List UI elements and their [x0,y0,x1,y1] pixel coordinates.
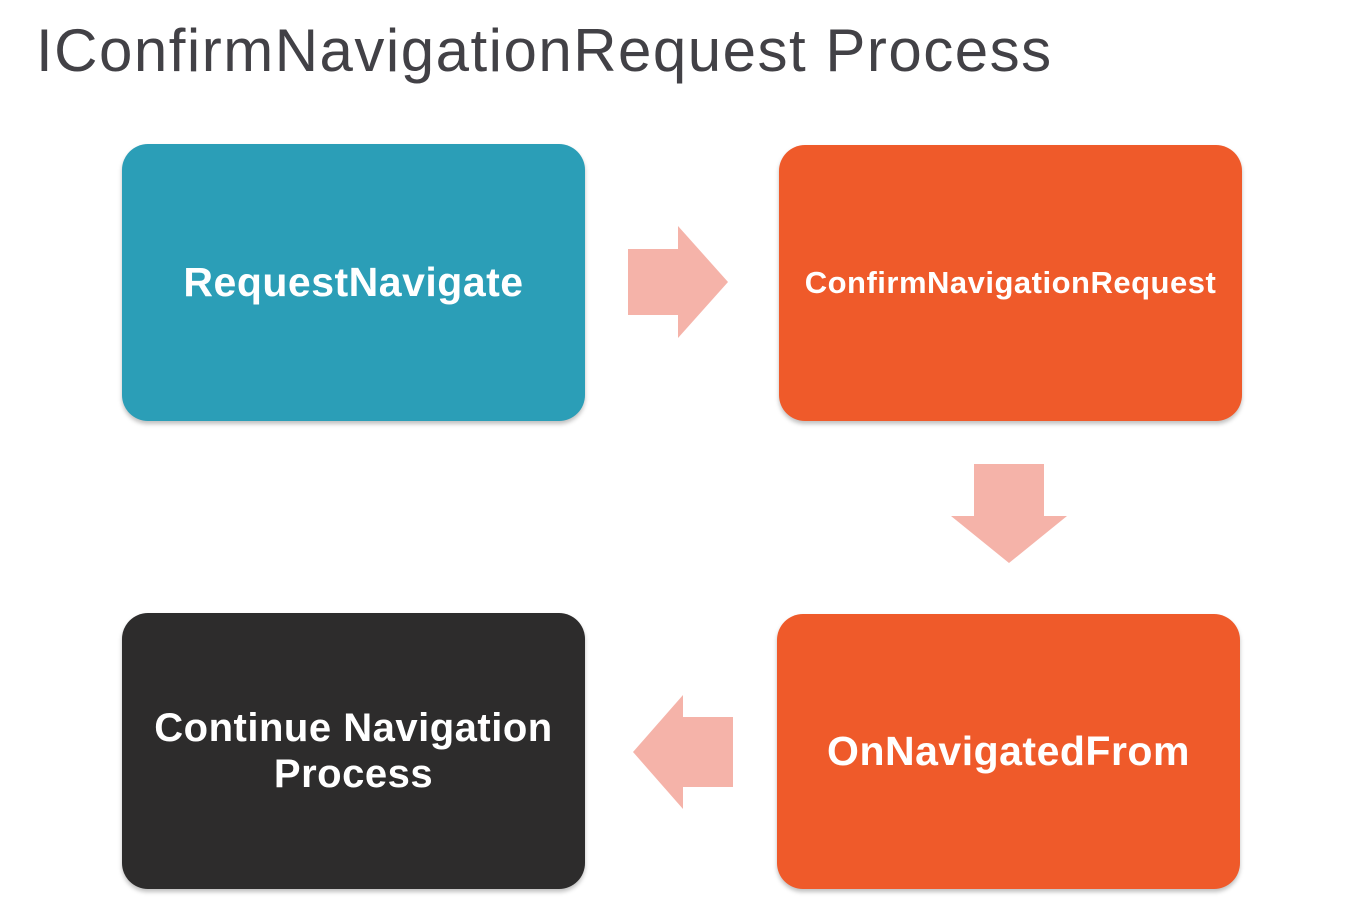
node-request-navigate-label: RequestNavigate [183,258,524,305]
arrow-down-shaft [974,464,1044,518]
arrow-right [628,226,728,338]
arrow-down [951,464,1067,563]
node-request-navigate: RequestNavigate [122,144,585,421]
node-confirm-navigation-request-label: ConfirmNavigationRequest [804,265,1217,301]
node-continue-navigation-process: Continue Navigation Process [122,613,585,889]
arrow-down-head [951,516,1067,563]
arrow-left [633,695,733,809]
node-on-navigated-from: OnNavigatedFrom [777,614,1240,889]
arrow-left-shaft [683,717,733,787]
arrow-left-head [633,695,683,809]
page-title: IConfirmNavigationRequest Process [36,17,1053,84]
node-on-navigated-from-label: OnNavigatedFrom [827,727,1190,774]
arrow-right-shaft [628,249,680,315]
node-continue-navigation-process-label: Continue Navigation Process [154,706,553,796]
node-confirm-navigation-request: ConfirmNavigationRequest [779,145,1242,421]
arrow-right-head [678,226,728,338]
